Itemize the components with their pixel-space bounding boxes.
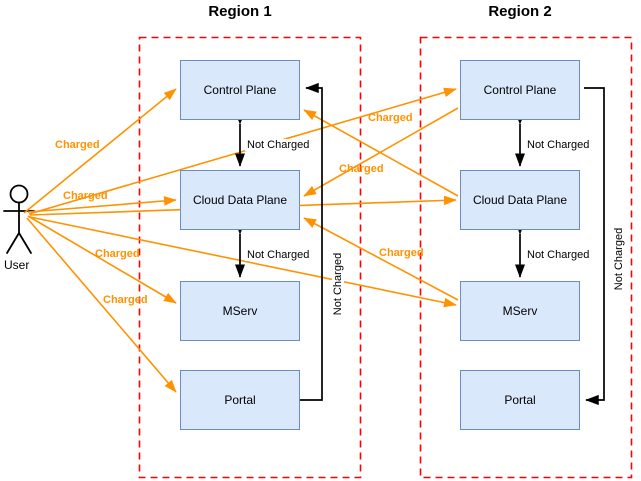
user-stick-figure-icon bbox=[3, 184, 35, 254]
label-charged-user-r1-control-plane: Charged bbox=[55, 139, 100, 151]
node-r1-portal[interactable]: Portal bbox=[180, 370, 300, 430]
label-charged-user-r2-control-plane: Charged bbox=[368, 112, 413, 124]
edge-user-to-r1-cloud-data-plane bbox=[27, 196, 177, 213]
label-charged-user-r1-portal: Charged bbox=[103, 294, 148, 306]
edge-user-to-r1-control-plane bbox=[23, 88, 177, 214]
region-2-boundary bbox=[419, 36, 633, 479]
label-not-charged-r1-cp-cdp: Not Charged bbox=[245, 139, 312, 151]
edge-r1-portal-to-control-plane bbox=[300, 82, 323, 401]
label-charged-user-r2-mserv: Charged bbox=[379, 247, 424, 259]
label-charged-user-r1-mserv: Charged bbox=[95, 248, 140, 260]
region-1-boundary bbox=[138, 36, 362, 479]
edge-user-to-r1-mserv bbox=[27, 215, 177, 304]
label-charged-r2-to-r1-cloud-data-plane: Charged bbox=[339, 163, 384, 175]
label-not-charged-r2-cp-cdp: Not Charged bbox=[525, 139, 592, 151]
edge-r2-control-plane-to-r1-cloud-data-plane bbox=[303, 107, 459, 197]
node-r1-control-plane[interactable]: Control Plane bbox=[180, 60, 300, 120]
edge-r2-to-r1-cloud-data-plane-lower bbox=[303, 217, 459, 301]
node-r2-cloud-data-plane[interactable]: Cloud Data Plane bbox=[460, 170, 580, 230]
node-r1-cloud-data-plane[interactable]: Cloud Data Plane bbox=[180, 170, 300, 230]
label-charged-user-r1-cloud-data-plane: Charged bbox=[63, 190, 108, 202]
region-2-title: Region 2 bbox=[488, 3, 552, 20]
edge-r2-cloud-data-plane-to-r1-control-plane bbox=[303, 109, 459, 197]
label-not-charged-r2-cp-portal: Not Charged bbox=[613, 217, 625, 301]
region-1-title: Region 1 bbox=[208, 3, 272, 20]
label-not-charged-r1-portal-cp: Not Charged bbox=[332, 242, 344, 326]
edge-r2-control-plane-to-portal bbox=[584, 87, 605, 406]
user-label: User bbox=[4, 258, 30, 272]
edge-user-to-r1-portal bbox=[26, 217, 177, 393]
label-not-charged-r1-cdp-mserv: Not Charged bbox=[245, 249, 312, 261]
node-r2-portal[interactable]: Portal bbox=[460, 370, 580, 430]
node-r2-control-plane[interactable]: Control Plane bbox=[460, 60, 580, 120]
label-not-charged-r2-cdp-mserv: Not Charged bbox=[525, 249, 592, 261]
node-r2-mserv[interactable]: MServ bbox=[460, 281, 580, 341]
node-r1-mserv[interactable]: MServ bbox=[180, 281, 300, 341]
